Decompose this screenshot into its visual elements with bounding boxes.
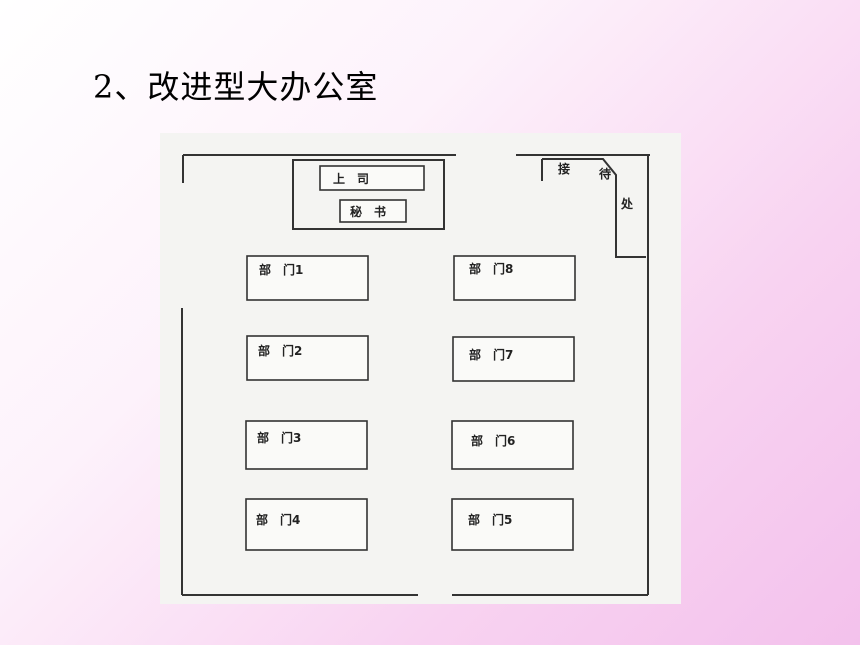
slide-title: 2、改进型大办公室 (93, 68, 379, 106)
department-1-desk (246, 255, 369, 301)
department-3-label: 部 门3 (257, 431, 302, 445)
boss-office-room (292, 159, 445, 230)
department-8-label: 部 门8 (469, 262, 514, 276)
department-2-desk (246, 335, 369, 381)
boss-desk-label: 上 司 (333, 172, 370, 186)
floor-plan-drawing (181, 154, 650, 596)
secretary-desk-label: 秘 书 (350, 205, 387, 219)
boss-desk (319, 165, 425, 191)
reception-counter (542, 158, 646, 258)
department-6-label: 部 门6 (471, 434, 516, 448)
reception-label-2: 待 (599, 167, 612, 181)
department-2-label: 部 门2 (258, 344, 303, 358)
reception-label-1: 接 (558, 162, 571, 176)
department-4-desk (245, 498, 368, 551)
department-1-label: 部 门1 (259, 263, 304, 277)
department-7-desk (452, 336, 575, 382)
department-3-desk (245, 420, 368, 470)
department-6-desk (451, 420, 574, 470)
secretary-desk (339, 199, 407, 223)
department-4-label: 部 门4 (256, 513, 301, 527)
department-5-desk (451, 498, 574, 551)
department-7-label: 部 门7 (469, 348, 514, 362)
reception-label-3: 处 (621, 197, 634, 211)
department-8-desk (453, 255, 576, 301)
department-5-label: 部 门5 (468, 513, 513, 527)
floor-plan-image: 上 司 秘 书 接 待 处 部 门1 部 门2 部 门3 部 门4 部 门5 部… (160, 133, 681, 604)
